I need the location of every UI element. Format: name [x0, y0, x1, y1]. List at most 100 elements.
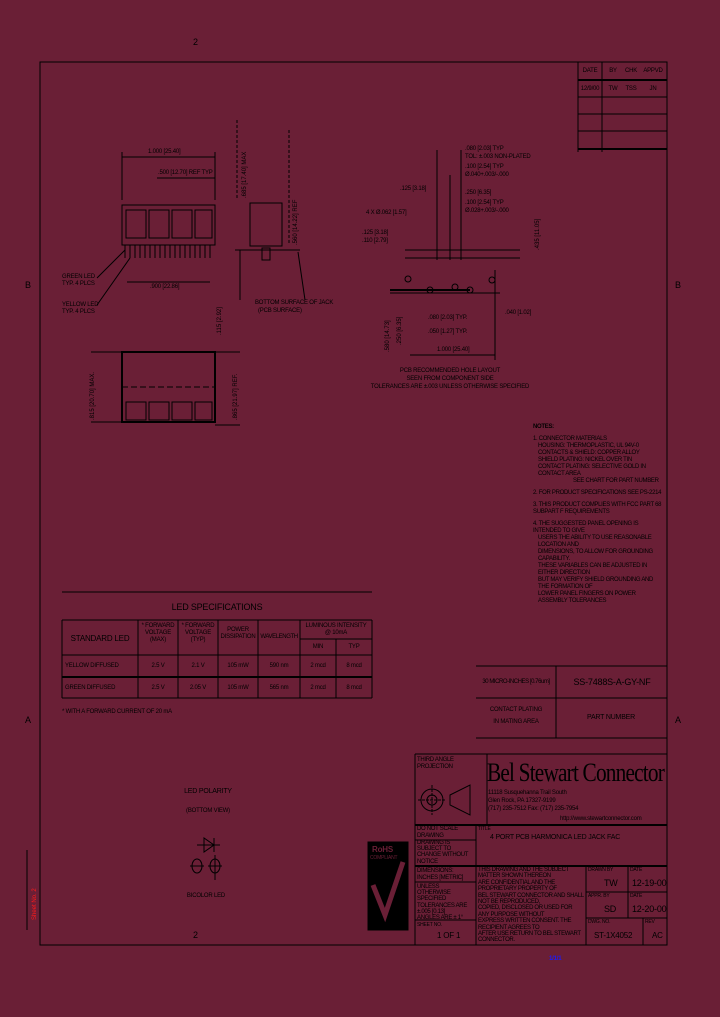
part-number-label: PART NUMBER	[587, 714, 635, 721]
led-header: * FORWARD VOLTAGE (MAX)	[141, 623, 175, 643]
rohs-text: RoHS	[372, 845, 393, 854]
zone-left-b: B	[25, 280, 31, 290]
approved-by: SD	[604, 904, 617, 914]
approved-date-label: DATE	[630, 893, 643, 899]
pcb-dim: .040 [1.02]	[505, 310, 532, 316]
diode-icon	[190, 837, 222, 880]
drawing-border	[39, 61, 668, 946]
led-cell: 565 nm	[269, 685, 289, 691]
rohs-sub: COMPLIANT	[370, 855, 398, 861]
led-cell: 2.5 V	[151, 685, 165, 691]
led-cell: 590 nm	[269, 663, 289, 669]
pcb-dim: .250 [6.35]	[397, 316, 403, 345]
proprietary-notice: THIS DRAWING AND THE SUBJECT MATTER SHOW…	[478, 867, 584, 944]
led-header: LUMINOUS INTENSITY @ 10mA	[305, 623, 367, 636]
led-cell: 105 mW	[227, 685, 249, 691]
pcb-dim: .080 [2.03] TYP.	[428, 315, 468, 321]
title-block-lines	[414, 753, 667, 945]
tolerance-1: UNLESS OTHERWISE SPECIFIED	[417, 884, 451, 903]
drawn-date: 12-19-00	[632, 878, 667, 888]
zone-top: 2	[193, 37, 198, 47]
margin-note: Sheet No. 2	[32, 888, 38, 920]
subject-2: CHANGE WITHOUT NOTICE	[417, 852, 469, 865]
pcb-dim: .110 [2.79]	[362, 238, 388, 244]
note-line: THESE VARIABLES CAN BE ADJUSTED IN EITHE…	[538, 563, 648, 576]
note-line: 2. FOR PRODUCT SPECIFICATIONS SEE PS-221…	[533, 490, 662, 496]
tolerance-3: ANGLES ARE ± 1°	[417, 915, 463, 922]
plating-label-2: IN MATING AREA	[493, 719, 539, 725]
rev-header-chk: CHK	[624, 68, 638, 74]
drawing-number: ST-1X4052	[594, 931, 633, 940]
revision-label: REV	[645, 919, 655, 925]
company-name: Bel Stewart Connector	[487, 758, 665, 787]
proprietary-line: EXPRESS WRITTEN CONSENT. THE RECIPIENT A…	[478, 918, 572, 931]
rev-appvd: JN	[649, 86, 657, 92]
revision: AC	[652, 931, 663, 940]
led-polarity-title: LED POLARITY	[184, 788, 232, 795]
proprietary-line: AFTER USE RETURN TO BEL STEWART CONNECTO…	[478, 931, 581, 944]
led-cell: 2.05 V	[189, 685, 207, 691]
drawn-by: TW	[604, 878, 618, 888]
side-dim-ref: .560 [14.22] REF	[293, 199, 299, 245]
part-number-value: SS-7488S-A-GY-NF	[573, 677, 651, 687]
pcb-dim: .125 [3.18]	[400, 186, 427, 192]
side-dim-body: .115 [2.92]	[217, 307, 223, 335]
led-polarity-subtitle: (BOTTOM VIEW)	[186, 808, 230, 814]
title-label: TITLE	[478, 826, 491, 832]
led-table-title: LED SPECIFICATIONS	[171, 602, 263, 612]
proprietary-line: COPIED, DISCLOSED OR USED FOR ANY PURPOS…	[478, 905, 573, 918]
front-view	[96, 152, 216, 306]
drawn-by-label: DRAWN BY	[588, 867, 614, 873]
side-dim-height: .685 [17.40] MAX	[242, 151, 248, 198]
green-led-label: GREEN LED	[62, 274, 95, 280]
led-cell: 105 mW	[227, 663, 249, 669]
side-view	[235, 120, 306, 301]
led-header: WAVELENGTH	[260, 634, 298, 640]
pcb-dim: 4 X Ø.062 [1.57]	[366, 210, 407, 216]
note-line: CONTACT PLATING: SELECTIVE GOLD IN CONTA…	[538, 464, 646, 477]
drawing-number-label: DWG. NO.	[588, 919, 611, 925]
rev-date: 12/9/00	[580, 86, 600, 92]
led-header: POWER DISSIPATION	[220, 627, 256, 640]
projection-label: THIRD ANGLE PROJECTION	[417, 757, 454, 770]
note-line: DIMENSIONS, TO ALLOW FOR GROUNDING CAPAB…	[538, 549, 653, 562]
led-cell: 2.1 V	[191, 663, 205, 669]
sheet-label: SHEET NO.	[417, 922, 443, 928]
front-dim-width: 1.000 [25.40]	[148, 149, 181, 155]
pcb-dim: TOL: ±.003 NON-PLATED	[465, 154, 531, 160]
no-scale: DO NOT SCALE DRAWING	[417, 826, 458, 839]
note-line: CONTACTS & SHIELD: COPPER ALLOY	[538, 450, 640, 456]
address-1: 11118 Susquehanna Trail South	[488, 790, 567, 796]
blue-stamp: 1/1/1	[549, 956, 562, 962]
pcb-dim: .435 [11.05]	[535, 218, 541, 250]
revision-table-lines	[577, 62, 667, 152]
rev-chk: TSS	[625, 86, 637, 92]
front-dim-pitch: .500 [12.70] REF TYP	[158, 170, 213, 176]
note-line: HOUSING: THERMOPLASTIC, UL 94V-0	[538, 443, 639, 449]
note-line: 4. THE SUGGESTED PANEL OPENING IS INTEND…	[533, 521, 639, 534]
led-cell: GREEN DIFFUSED	[65, 685, 116, 691]
led-header: * FORWARD VOLTAGE (TYP)	[181, 623, 215, 643]
bottom-dim-right: .865 [21.97] REF.	[233, 373, 239, 420]
drawn-date-label: DATE	[630, 867, 643, 873]
yellow-led-label: YELLOW LED	[62, 302, 99, 308]
approved-by-label: APPR. BY	[588, 893, 610, 899]
plating-value: 30 MICRO-INCHES [0.76um]	[482, 679, 550, 685]
pcb-layout	[390, 150, 520, 360]
pcb-caption-1: PCB RECOMMENDED HOLE LAYOUT	[399, 368, 501, 374]
phone: (717) 235-7512 Fax: (717) 235-7954	[488, 806, 579, 812]
proprietary-line: ARE CONFIDENTIAL AND THE PROPRIETARY PRO…	[478, 879, 557, 893]
led-footnote: * WITH A FORWARD CURRENT OF 20 mA	[62, 709, 172, 715]
sheet-number: 1 OF 1	[437, 931, 461, 940]
dimensions-note: DIMENSIONS: INCHES [METRIC]	[417, 868, 464, 881]
pcb-caption-2: SEEN FROM COMPONENT SIDE	[406, 376, 494, 382]
pcb-dim: .100 [2.54] TYP	[465, 200, 504, 206]
side-bottom-note: BOTTOM SURFACE OF JACK	[255, 300, 334, 306]
tolerance-2: TOLERANCES ARE ±.005 [0.13]	[417, 902, 468, 915]
led-cell: 2 mcd	[310, 685, 326, 691]
zone-right-b: B	[675, 280, 681, 290]
plating-label-1: CONTACT PLATING	[489, 707, 543, 713]
note-line: LOWER PANEL FINGERS ON POWER ASSEMBLY TO…	[538, 591, 636, 604]
note-line: 3. THIS PRODUCT COMPLIES WITH FCC PART 6…	[533, 502, 662, 515]
